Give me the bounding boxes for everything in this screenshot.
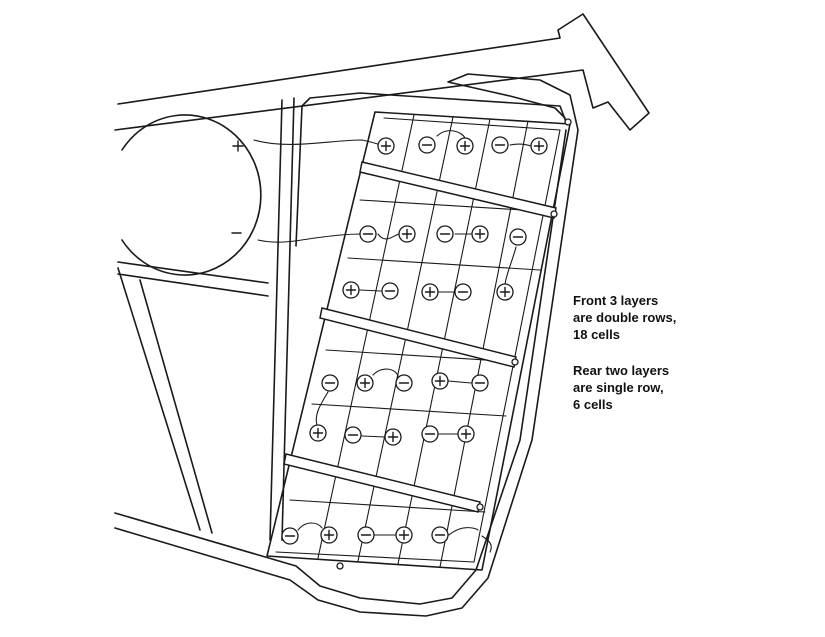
positive-lead-wire [253, 139, 385, 147]
rear-note-line-1: Rear two layers [573, 363, 670, 378]
tray-body [266, 111, 571, 571]
cell-terminals [281, 136, 548, 545]
hold-down-bar-2 [319, 307, 517, 368]
strap [447, 380, 472, 384]
negative-terminal [421, 425, 439, 443]
bolt [511, 358, 519, 366]
strap [315, 391, 329, 426]
strap [436, 130, 466, 139]
rear-note-line-3: 6 cells [573, 397, 613, 412]
connector-circle [121, 114, 262, 276]
strap [361, 435, 386, 438]
positive-terminal [530, 137, 548, 155]
positive-terminal [377, 137, 395, 155]
cell-row-edge [289, 499, 486, 513]
left-downtube [117, 267, 201, 531]
cell-row-edge [347, 257, 541, 271]
strap [372, 368, 399, 377]
bolt [550, 210, 558, 218]
positive-terminal [356, 374, 374, 392]
bolt [336, 562, 344, 570]
tray-side [295, 105, 303, 247]
positive-terminal [398, 225, 416, 243]
bottom-frame-rail [114, 129, 567, 605]
positive-terminal [471, 225, 489, 243]
negative-terminal [418, 136, 436, 154]
strap-to-frame [481, 535, 492, 553]
front-note-line-3: 18 cells [573, 327, 620, 342]
cell-divider [317, 114, 415, 559]
cell-interconnects [297, 130, 532, 553]
left-downtube-inner [139, 279, 213, 534]
positive-terminal [309, 424, 327, 442]
top-frame-rail [114, 13, 650, 131]
positive-terminal [395, 526, 413, 544]
rear-layers-note: Rear two layers are single row, 6 cells [573, 362, 669, 413]
strap [297, 522, 323, 531]
front-layers-note: Front 3 layers are double rows, 18 cells [573, 292, 676, 343]
negative-terminal [454, 283, 472, 301]
negative-terminal [344, 426, 362, 444]
tray-outline [301, 92, 567, 123]
vertical-tube-right [281, 97, 295, 541]
strap [377, 233, 400, 240]
rear-note-line-2: are single row, [573, 380, 664, 395]
positive-terminal [431, 372, 449, 390]
negative-terminal [509, 228, 527, 246]
strap [448, 527, 479, 536]
positive-terminal [456, 137, 474, 155]
positive-terminal [342, 281, 360, 299]
positive-terminal [496, 283, 514, 301]
cell-row-edge [311, 403, 507, 417]
negative-terminal [471, 374, 489, 392]
positive-terminal [320, 526, 338, 544]
bolt [476, 503, 484, 511]
hold-down-bars [283, 161, 557, 513]
hold-down-bar-3 [283, 453, 481, 513]
front-note-line-2: are double rows, [573, 310, 677, 325]
frame-cross-tube [117, 261, 269, 284]
negative-terminal [491, 136, 509, 154]
positive-terminal [457, 425, 475, 443]
negative-terminal [395, 374, 413, 392]
negative-terminal [436, 225, 454, 243]
strap [509, 143, 532, 147]
positive-terminal [421, 283, 439, 301]
negative-terminal [357, 526, 375, 544]
strap [504, 246, 517, 285]
pack-connector [121, 114, 385, 276]
bolt [564, 118, 572, 126]
bottom-frame-rail-outer [114, 73, 579, 617]
hold-down-bar-1 [359, 161, 557, 219]
bar-bolts [336, 118, 572, 570]
negative-terminal [359, 225, 377, 243]
tray-inner-edge [275, 117, 561, 563]
cell-divider [439, 120, 529, 568]
negative-terminal [281, 527, 299, 545]
front-note-line-1: Front 3 layers [573, 293, 659, 308]
negative-terminal [381, 282, 399, 300]
frame-cross-tube-lower [117, 273, 269, 297]
frame-outline [114, 13, 650, 617]
negative-terminal [431, 526, 449, 544]
strap [359, 289, 382, 292]
negative-lead-wire [257, 233, 363, 243]
negative-terminal [321, 374, 339, 392]
vertical-tube-left [269, 99, 283, 541]
positive-terminal [384, 428, 402, 446]
